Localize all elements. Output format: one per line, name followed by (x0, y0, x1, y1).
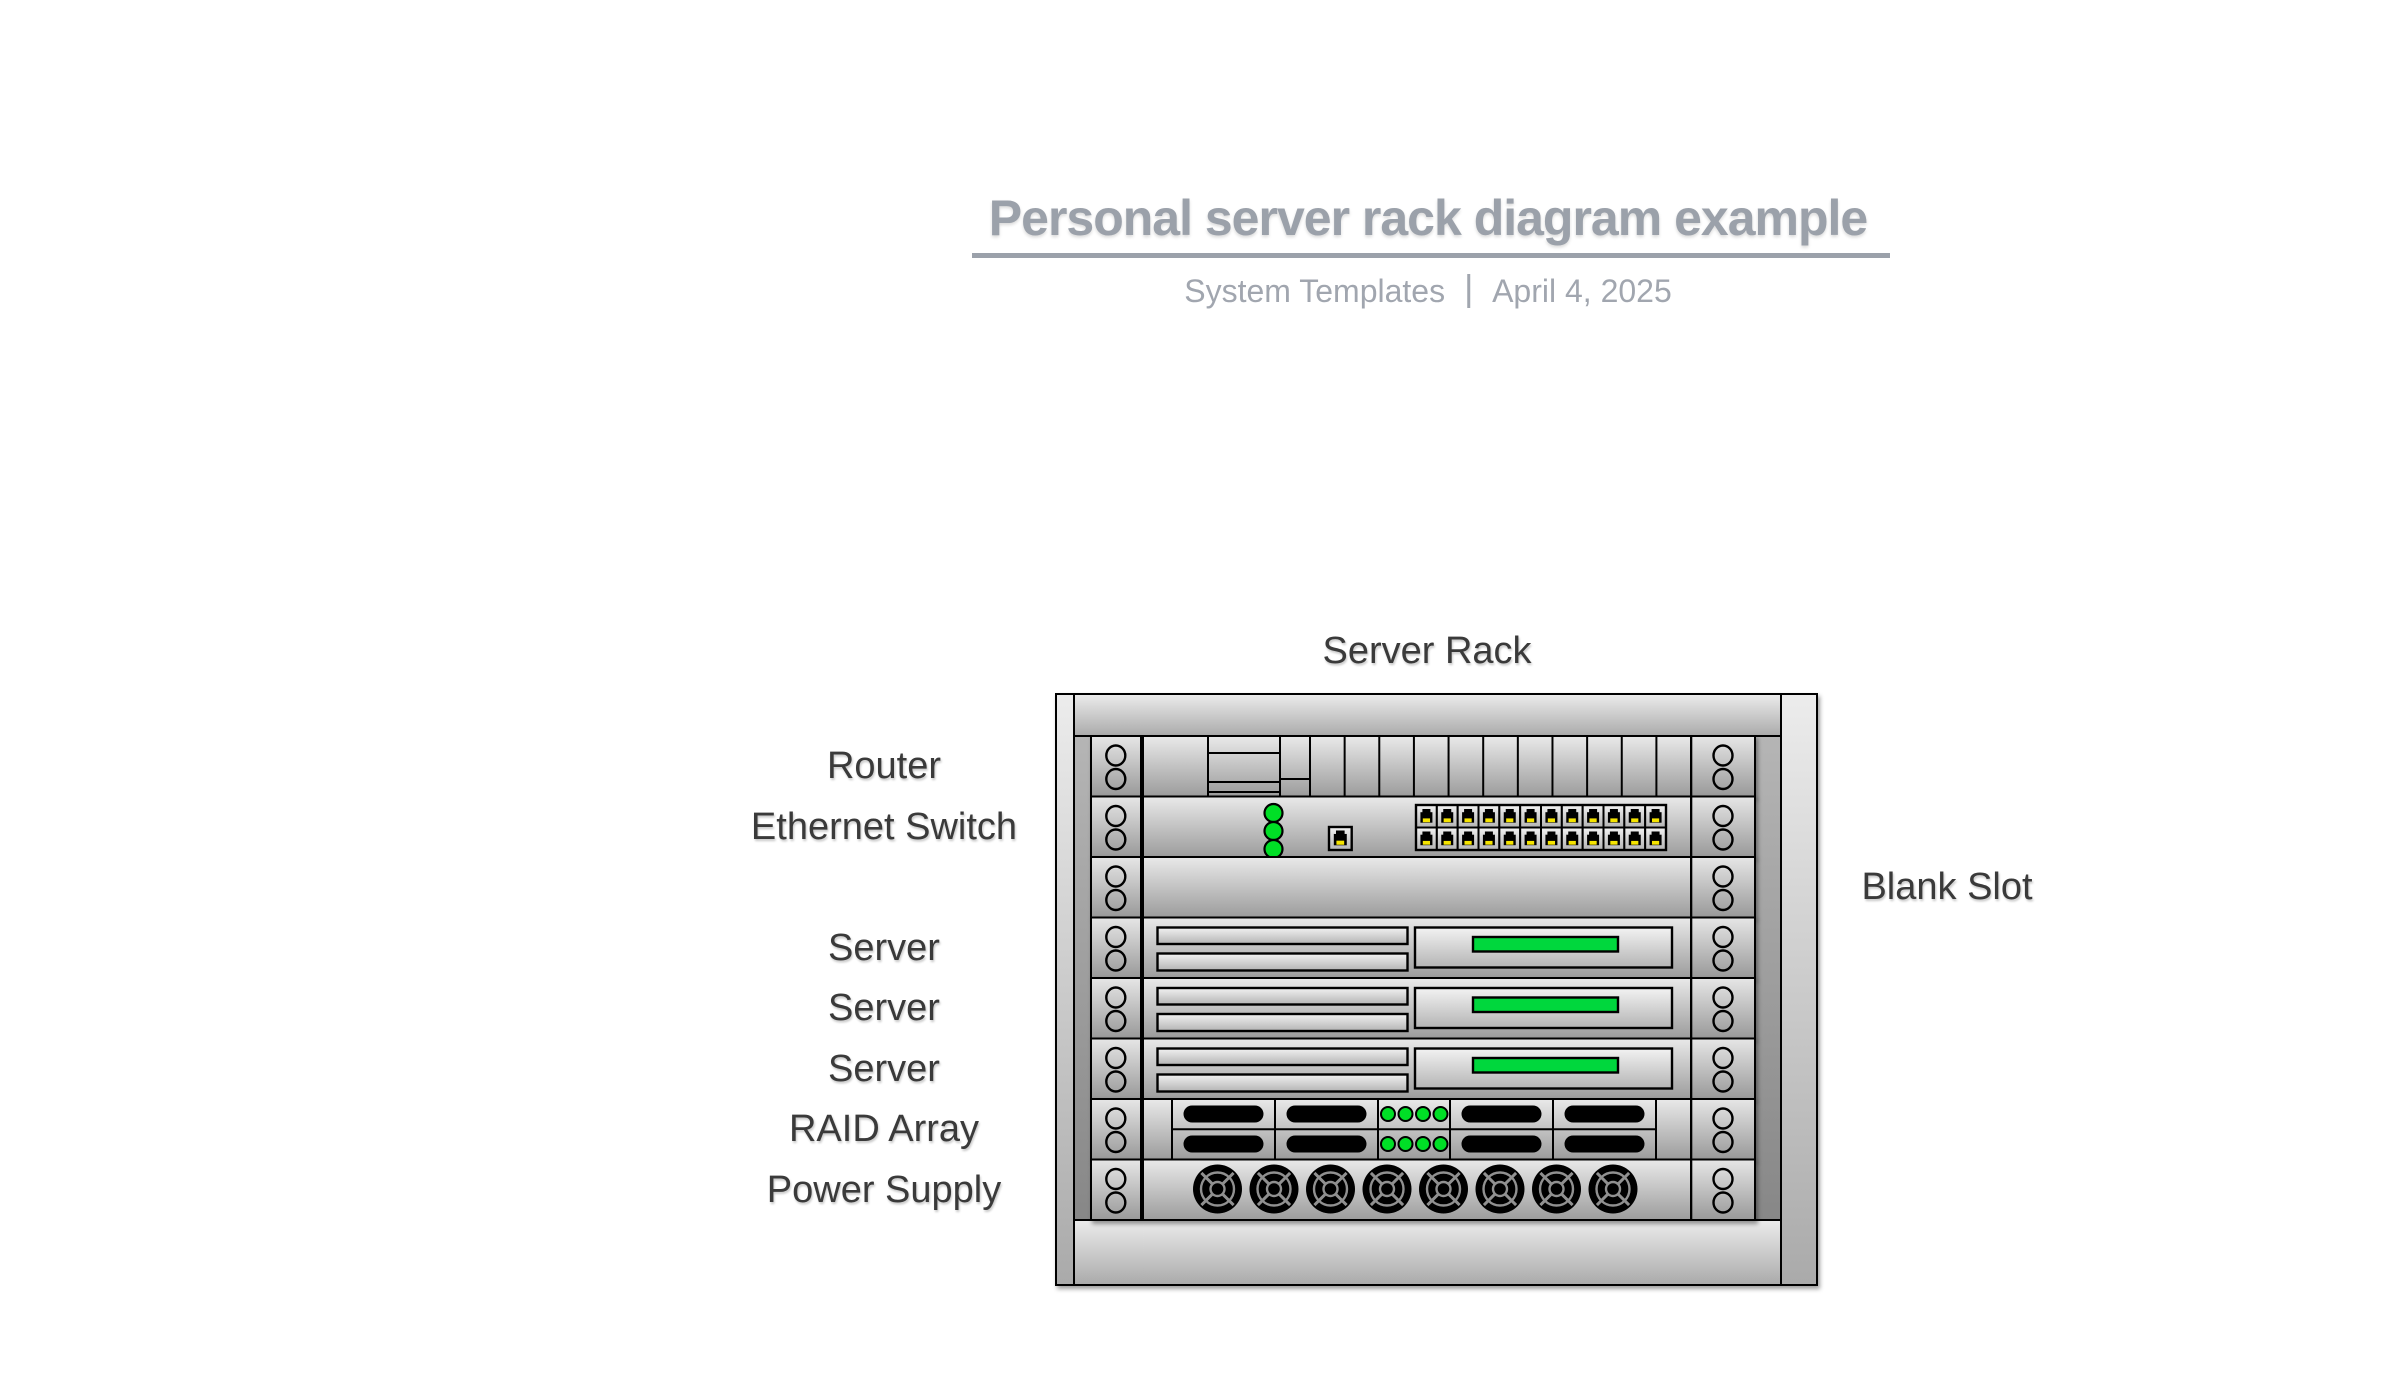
subtitle-separator (1467, 274, 1471, 308)
rack-row-router (1090, 735, 1757, 798)
row-label-server: Server (828, 926, 940, 969)
rack-row-raid (1090, 1098, 1757, 1161)
server-rack-diagram (1055, 693, 1818, 1286)
row-label-router: Router (826, 745, 942, 788)
subtitle-author: System Templates (1184, 273, 1446, 309)
row-label-power-supply: Power Supply (766, 1168, 1002, 1211)
rack-row-power (1090, 1158, 1757, 1221)
rack-row-switch (1090, 795, 1757, 860)
page-subtitle: System Templates April 4, 2025 (1184, 274, 1672, 308)
rack-row-server (1090, 977, 1757, 1040)
row-label-ethernet-switch: Ethernet Switch (750, 805, 1018, 848)
row-label-blank-slot: Blank Slot (1861, 866, 2033, 909)
title-underline (972, 253, 1890, 258)
row-label-server: Server (828, 987, 940, 1030)
rack-title: Server Rack (1322, 630, 1532, 672)
rack-row-server (1090, 1037, 1757, 1100)
rack-frame (1055, 693, 1818, 1286)
row-label-raid-array: RAID Array (788, 1108, 980, 1151)
rack-row-blank (1090, 856, 1757, 919)
page-title: Personal server rack diagram example (988, 190, 1868, 246)
subtitle-date: April 4, 2025 (1492, 273, 1672, 309)
row-label-server: Server (828, 1047, 940, 1090)
rack-row-server (1090, 916, 1757, 979)
